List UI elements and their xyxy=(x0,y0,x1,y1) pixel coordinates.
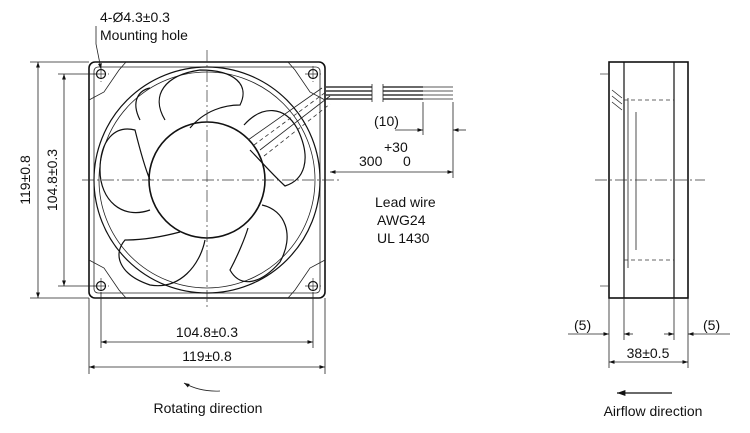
side-view-frame xyxy=(608,61,689,299)
side-depth-dimension: 38±0.5 xyxy=(627,345,670,361)
mounting-hole-callout: 4-Ø4.3±0.3 Mounting hole xyxy=(95,9,188,70)
horizontal-dimensions: 104.8±0.3 119±0.8 xyxy=(88,292,326,374)
lead-wire-gauge: AWG24 xyxy=(377,212,426,228)
lead-wire-label: Lead wire xyxy=(375,194,436,210)
side-left-flange-dimension: (5) xyxy=(574,317,591,333)
airflow-direction-label: Airflow direction xyxy=(604,403,703,419)
rotating-direction-label: Rotating direction xyxy=(154,400,263,416)
rotating-direction: Rotating direction xyxy=(154,382,263,416)
mounting-hole-spec: 4-Ø4.3±0.3 xyxy=(100,9,170,25)
front-view xyxy=(82,50,340,310)
fan-blades xyxy=(99,69,306,287)
rotating-direction-arrow-icon xyxy=(183,382,221,392)
hole-pitch-width-dimension: 104.8±0.3 xyxy=(176,324,238,340)
vertical-dimensions: 119±0.8 104.8±0.3 xyxy=(17,61,96,299)
mounting-hole-label: Mounting hole xyxy=(100,27,188,43)
side-view-dimensions: (5) (5) 38±0.5 xyxy=(568,298,730,368)
lead-wire-strip-length: (10) xyxy=(374,113,399,129)
airflow-direction: Airflow direction xyxy=(604,390,703,419)
side-right-flange-dimension: (5) xyxy=(703,317,720,333)
lead-wire-length: 300 xyxy=(359,153,383,169)
outer-height-dimension: 119±0.8 xyxy=(17,155,33,205)
lead-wire-tolerance-minus: 0 xyxy=(403,153,411,169)
lead-wire-rating: UL 1430 xyxy=(377,230,430,246)
lead-wire-dimensions: (10) +30 300 0 Lead wire AWG24 UL 1430 xyxy=(324,102,466,246)
lead-wires xyxy=(326,84,453,102)
outer-width-dimension: 119±0.8 xyxy=(182,348,232,364)
lead-wire-tolerance-plus: +30 xyxy=(384,139,408,155)
side-view xyxy=(595,61,705,299)
hole-pitch-height-dimension: 104.8±0.3 xyxy=(44,149,60,211)
